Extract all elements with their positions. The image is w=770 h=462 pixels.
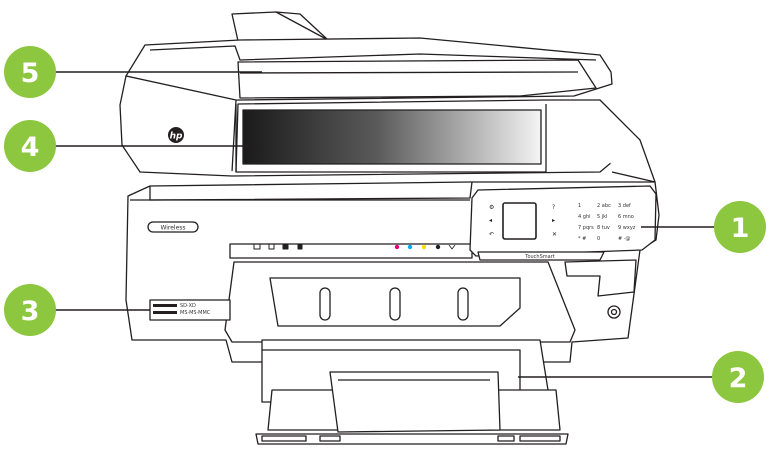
svg-text:↶: ↶ bbox=[489, 231, 494, 238]
svg-text:4 ghi: 4 ghi bbox=[578, 214, 591, 220]
keypad: 1 2 abc 3 def 4 ghi 5 jkl 6 mno 7 pqrs 8… bbox=[578, 203, 636, 242]
svg-text:Wireless: Wireless bbox=[160, 225, 185, 232]
svg-text:✕: ✕ bbox=[552, 231, 557, 238]
svg-text:6 mno: 6 mno bbox=[618, 214, 634, 220]
callout-1: 1 bbox=[714, 201, 766, 253]
adf-scan-strip bbox=[237, 59, 597, 99]
svg-text:3 def: 3 def bbox=[618, 203, 631, 209]
svg-text:9 wxyz: 9 wxyz bbox=[618, 225, 636, 231]
scanner-glass bbox=[242, 109, 542, 165]
control-panel-nav: ⚙ ◂ ↶ ? ▸ ✕ bbox=[489, 204, 557, 238]
hp-logo: hp bbox=[168, 127, 184, 143]
svg-text:MS·MS·MMC: MS·MS·MMC bbox=[180, 310, 211, 316]
status-icons bbox=[253, 243, 303, 250]
svg-text:hp: hp bbox=[170, 132, 183, 142]
control-panel-screen bbox=[502, 202, 537, 240]
svg-text:0: 0 bbox=[597, 236, 600, 242]
svg-text:4: 4 bbox=[21, 132, 40, 163]
svg-text:?: ? bbox=[552, 204, 555, 211]
tray-guide-middle bbox=[389, 287, 401, 321]
svg-text:1: 1 bbox=[731, 213, 750, 244]
svg-text:5 jkl: 5 jkl bbox=[597, 214, 607, 220]
control-panel bbox=[469, 185, 657, 257]
callout-leader-lines bbox=[52, 71, 714, 378]
callout-2: 2 bbox=[712, 351, 764, 403]
svg-text:▸: ▸ bbox=[552, 217, 555, 224]
tray-guide-right bbox=[457, 287, 469, 321]
tray-guide-left bbox=[319, 287, 331, 321]
wireless-badge: Wireless bbox=[147, 221, 199, 233]
svg-text:2: 2 bbox=[729, 363, 748, 394]
svg-text:2 abc: 2 abc bbox=[597, 203, 611, 209]
ink-status-lights bbox=[394, 244, 456, 250]
touchsmart-label: TouchSmart bbox=[524, 254, 555, 260]
svg-text:1: 1 bbox=[578, 203, 581, 209]
svg-text:◂: ◂ bbox=[489, 217, 492, 224]
callout-3: 3 bbox=[4, 284, 56, 336]
svg-text:8 tuv: 8 tuv bbox=[597, 225, 610, 231]
callout-4: 4 bbox=[4, 120, 56, 172]
power-button bbox=[607, 305, 621, 319]
svg-text:⚙: ⚙ bbox=[489, 204, 494, 211]
callout-5: 5 bbox=[4, 46, 56, 98]
svg-text:SD·XD: SD·XD bbox=[180, 303, 196, 309]
svg-text:# ·@: # ·@ bbox=[618, 236, 630, 242]
svg-text:7 pqrs: 7 pqrs bbox=[578, 225, 594, 231]
svg-text:* #: * # bbox=[578, 236, 586, 242]
svg-text:3: 3 bbox=[21, 296, 40, 327]
svg-text:5: 5 bbox=[21, 58, 40, 89]
printer-body: hp Wireless ⚙ ◂ bbox=[119, 11, 660, 445]
memory-card-slots: SD·XD MS·MS·MMC bbox=[149, 299, 231, 321]
